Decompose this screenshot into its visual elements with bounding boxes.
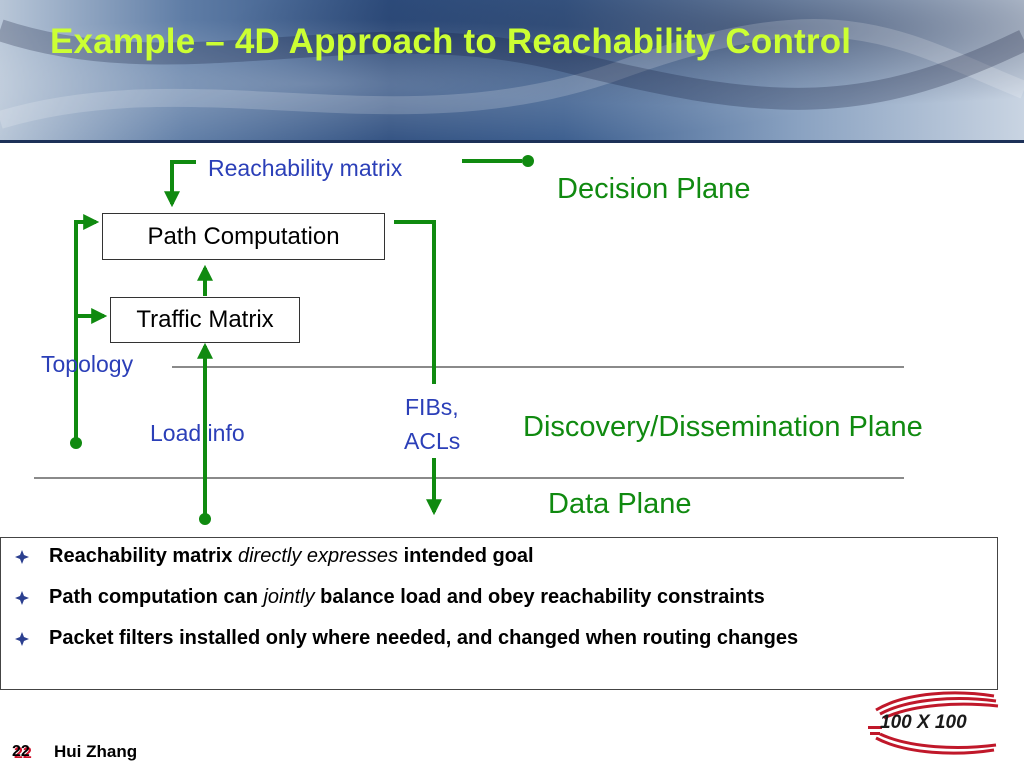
- banner-divider: [0, 140, 1024, 143]
- load-info-label: Load info: [150, 420, 245, 446]
- page-number-shadow: 22: [14, 745, 32, 762]
- discovery-plane-label: Discovery/Dissemination Plane: [523, 411, 923, 443]
- banner-sheen: [0, 0, 1024, 140]
- bullet-emphasis: directly expresses: [237, 545, 399, 567]
- bullet-text: Path computation can: [49, 586, 264, 608]
- key-points-box: Reachability matrix directly expresses i…: [0, 537, 998, 690]
- topology-source-dot: [70, 437, 82, 449]
- bullet-text: Reachability matrix: [49, 545, 238, 567]
- logo-swoosh-icon: [868, 691, 999, 755]
- slide-title: Example – 4D Approach to Reachability Co…: [50, 22, 852, 61]
- path-computation-box: Path Computation: [102, 213, 385, 260]
- author-name: Hui Zhang: [54, 742, 138, 761]
- logo-text: 100 X 100: [880, 712, 967, 733]
- diagram-connectors: [34, 155, 904, 525]
- bullet-emphasis: jointly: [263, 586, 315, 608]
- banner-swirl-decoration: [0, 19, 1024, 129]
- reachability-source-dot: [522, 155, 534, 167]
- bullet-item: Reachability matrix directly expresses i…: [1, 544, 997, 569]
- bullet-text: Packet filters installed only where need…: [49, 627, 799, 649]
- bullet-text: balance load and obey reachability const…: [314, 586, 765, 608]
- reachability-to-path-arrow: [164, 160, 196, 208]
- bullet-text: intended goal: [398, 545, 534, 567]
- traffic-matrix-box: Traffic Matrix: [110, 297, 300, 343]
- decision-plane-label: Decision Plane: [557, 173, 751, 205]
- bullet-item: Path computation can jointly balance loa…: [1, 585, 997, 610]
- diamond-bullet-icon: [15, 550, 29, 564]
- diamond-bullet-icon: [15, 632, 29, 646]
- topology-to-path-arrow: [74, 214, 100, 440]
- load-source-dot: [199, 513, 211, 525]
- diamond-bullet-icon: [15, 591, 29, 605]
- fibs-output-line-top: [394, 220, 436, 384]
- data-plane-label: Data Plane: [548, 488, 692, 520]
- key-points-list: Reachability matrix directly expresses i…: [1, 538, 997, 651]
- reachability-matrix-label: Reachability matrix: [208, 155, 403, 181]
- topology-label: Topology: [41, 351, 134, 377]
- bullet-item: Packet filters installed only where need…: [1, 626, 997, 651]
- page-number: 22: [12, 743, 30, 760]
- 100x100-logo: 100 X 100: [868, 691, 999, 755]
- fibs-label: FIBs,: [405, 394, 459, 420]
- title-banner: Example – 4D Approach to Reachability Co…: [0, 0, 1024, 140]
- acls-label: ACLs: [404, 428, 461, 454]
